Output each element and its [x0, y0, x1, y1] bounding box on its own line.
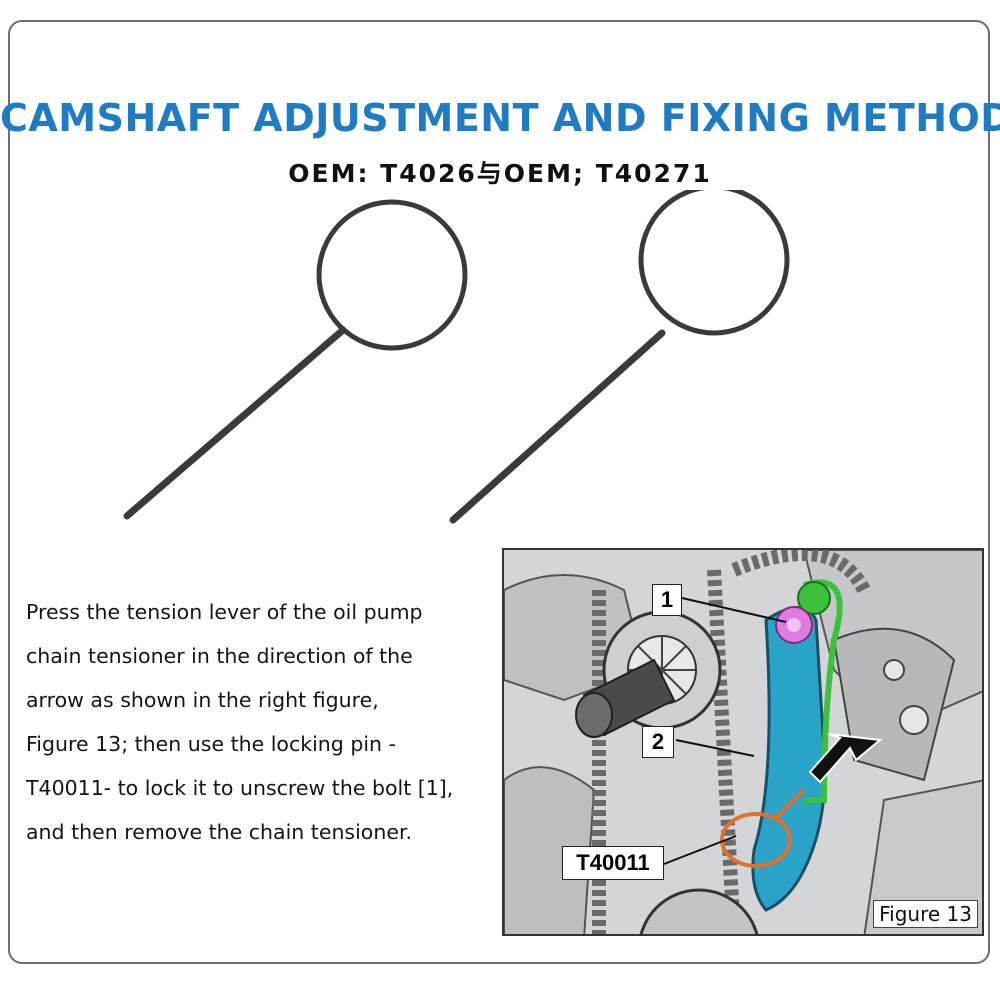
locking-pin-left [123, 199, 468, 520]
callout-locking-pin: T40011 [562, 846, 664, 880]
engine-figure: 1 2 T40011 Figure 13 [502, 548, 984, 936]
oem-subtitle: OEM: T4026与OEM; T40271 [288, 159, 712, 188]
instruction-line: Figure 13; then use the locking pin - [26, 732, 396, 756]
instruction-line: arrow as shown in the right figure, [26, 688, 379, 712]
tensioner-rail [751, 606, 827, 912]
instruction-line: and then remove the chain tensioner. [26, 820, 413, 844]
direction-arrow-icon [808, 733, 883, 784]
page-title: CAMSHAFT ADJUSTMENT AND FIXING METHOD [0, 96, 1000, 140]
instruction-line: Press the tension lever of the oil pump [26, 600, 423, 624]
instruction-line: T40011- to lock it to unscrew the bolt [… [26, 776, 454, 800]
instruction-line: chain tensioner in the direction of the [26, 644, 413, 668]
callout-bolt: 1 [652, 584, 682, 616]
locking-pins-illustration [123, 190, 790, 524]
locking-pin-ring [720, 812, 792, 868]
locking-pin-right [449, 190, 790, 524]
callout-tensioner: 2 [642, 726, 674, 758]
figure-caption: Figure 13 [873, 900, 978, 928]
instruction-text: Press the tension lever of the oil pump … [26, 590, 496, 854]
